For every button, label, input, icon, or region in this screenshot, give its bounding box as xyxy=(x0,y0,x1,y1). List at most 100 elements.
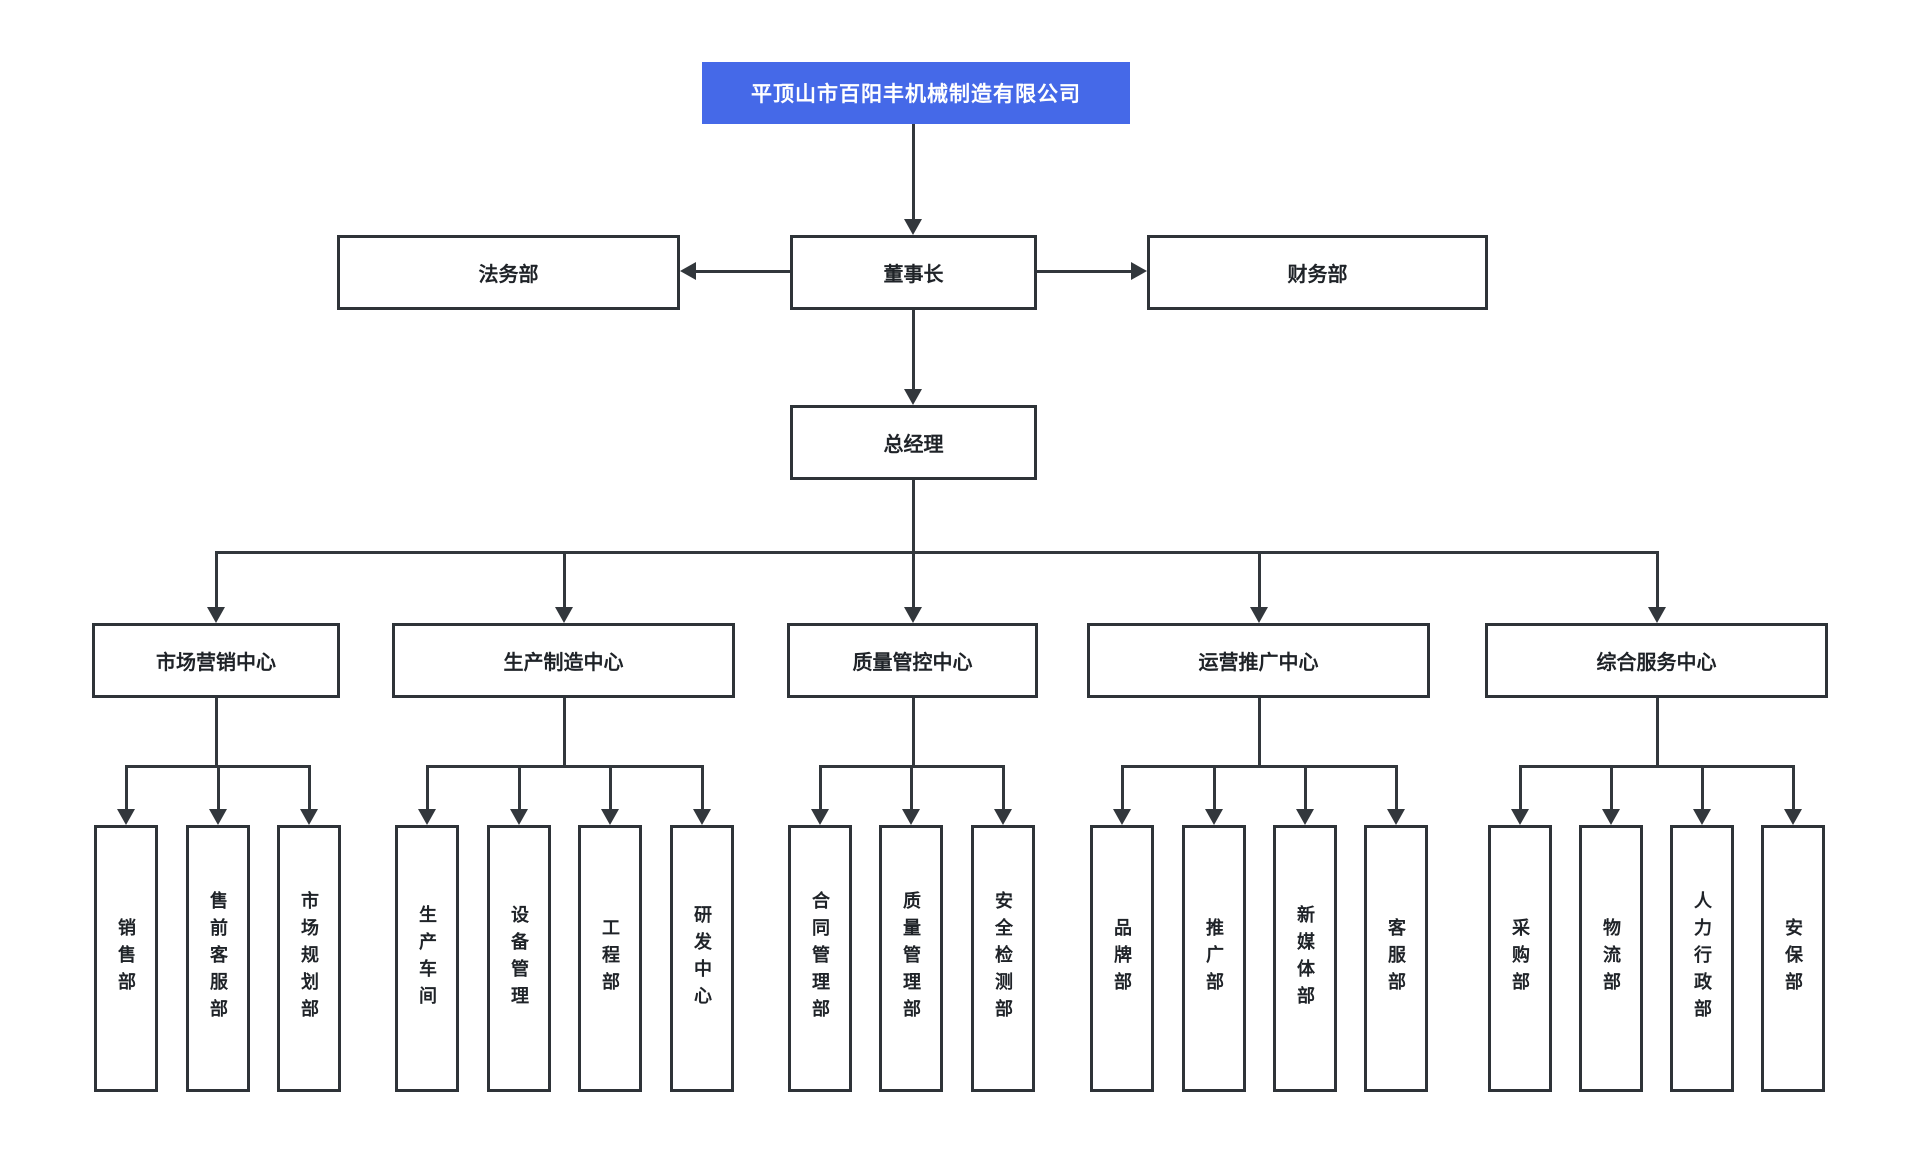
connector-line xyxy=(910,765,913,809)
node-general-manager[interactable]: 总经理 xyxy=(790,405,1037,480)
node-customer-service-dept-label: 客服部 xyxy=(1386,918,1406,999)
connector-arrow-down xyxy=(300,809,318,825)
node-operations-center[interactable]: 运营推广中心 xyxy=(1087,623,1430,698)
connector-arrow-down xyxy=(510,809,528,825)
node-sales-dept-label: 销售部 xyxy=(116,918,136,999)
node-engineering-dept-label: 工程部 xyxy=(600,918,620,999)
connector-arrow-down xyxy=(994,809,1012,825)
node-market-planning-dept[interactable]: 市场规划部 xyxy=(277,825,341,1092)
connector-line xyxy=(609,765,612,809)
connector-arrow-down xyxy=(904,389,922,405)
connector-line xyxy=(701,765,704,809)
node-quality-center[interactable]: 质量管控中心 xyxy=(787,623,1038,698)
connector-line xyxy=(1792,765,1795,809)
node-presales-service-dept[interactable]: 售前客服部 xyxy=(186,825,250,1092)
node-chairman-label: 董事长 xyxy=(883,264,944,286)
connector-line xyxy=(912,698,915,766)
connector-arrow-down xyxy=(1205,809,1223,825)
connector-line xyxy=(215,551,1658,554)
node-hr-admin-dept[interactable]: 人力行政部 xyxy=(1670,825,1734,1092)
connector-line xyxy=(1037,270,1131,273)
connector-arrow-down xyxy=(1387,809,1405,825)
node-production-center[interactable]: 生产制造中心 xyxy=(392,623,735,698)
node-equipment-management[interactable]: 设备管理 xyxy=(487,825,551,1092)
node-security-dept-label: 安保部 xyxy=(1783,918,1803,999)
node-promotion-dept[interactable]: 推广部 xyxy=(1182,825,1246,1092)
connector-line xyxy=(819,765,822,809)
node-customer-service-dept[interactable]: 客服部 xyxy=(1364,825,1428,1092)
node-contract-management-dept-label: 合同管理部 xyxy=(810,891,830,1026)
node-rd-center[interactable]: 研发中心 xyxy=(670,825,734,1092)
connector-line xyxy=(1258,698,1261,766)
connector-line xyxy=(1213,765,1216,809)
connector-line xyxy=(125,765,128,809)
node-company-root-label: 平顶山市百阳丰机械制造有限公司 xyxy=(751,83,1081,106)
connector-line xyxy=(1121,765,1397,768)
connector-line xyxy=(1519,765,1522,809)
connector-line xyxy=(308,765,311,809)
connector-arrow-down xyxy=(1511,809,1529,825)
connector-arrow-down xyxy=(207,607,225,623)
node-legal-dept[interactable]: 法务部 xyxy=(337,235,680,310)
node-brand-dept[interactable]: 品牌部 xyxy=(1090,825,1154,1092)
node-production-workshop[interactable]: 生产车间 xyxy=(395,825,459,1092)
node-hr-admin-dept-label: 人力行政部 xyxy=(1692,891,1712,1026)
connector-line xyxy=(1519,765,1795,768)
connector-line xyxy=(563,698,566,766)
node-promotion-dept-label: 推广部 xyxy=(1204,918,1224,999)
node-operations-center-label: 运营推广中心 xyxy=(1198,652,1319,674)
connector-arrow-down xyxy=(1250,607,1268,623)
node-chairman[interactable]: 董事长 xyxy=(790,235,1037,310)
node-new-media-dept[interactable]: 新媒体部 xyxy=(1273,825,1337,1092)
node-sales-dept[interactable]: 销售部 xyxy=(94,825,158,1092)
connector-arrow-down xyxy=(209,809,227,825)
connector-line xyxy=(1610,765,1613,809)
node-marketing-center[interactable]: 市场营销中心 xyxy=(92,623,340,698)
connector-arrow-down xyxy=(117,809,135,825)
node-procurement-dept-label: 采购部 xyxy=(1510,918,1530,999)
node-production-center-label: 生产制造中心 xyxy=(503,652,624,674)
connector-arrow-down xyxy=(1693,809,1711,825)
connector-line xyxy=(912,480,915,554)
connector-arrow-down xyxy=(1784,809,1802,825)
node-new-media-dept-label: 新媒体部 xyxy=(1295,904,1315,1013)
node-market-planning-dept-label: 市场规划部 xyxy=(299,891,319,1026)
connector-arrow-down xyxy=(811,809,829,825)
node-company-root[interactable]: 平顶山市百阳丰机械制造有限公司 xyxy=(702,62,1130,124)
node-procurement-dept[interactable]: 采购部 xyxy=(1488,825,1552,1092)
connector-line xyxy=(215,698,218,766)
connector-line xyxy=(912,310,915,389)
connector-arrow-down xyxy=(1113,809,1131,825)
connector-line xyxy=(1002,765,1005,809)
node-presales-service-dept-label: 售前客服部 xyxy=(208,891,228,1026)
node-services-center-label: 综合服务中心 xyxy=(1596,652,1717,674)
connector-arrow-left xyxy=(680,262,696,280)
node-security-dept[interactable]: 安保部 xyxy=(1761,825,1825,1092)
connector-line xyxy=(1395,765,1398,809)
node-finance-dept[interactable]: 财务部 xyxy=(1147,235,1488,310)
connector-line xyxy=(217,765,220,809)
connector-arrow-right xyxy=(1131,262,1147,280)
connector-arrow-down xyxy=(601,809,619,825)
node-contract-management-dept[interactable]: 合同管理部 xyxy=(788,825,852,1092)
connector-arrow-down xyxy=(904,607,922,623)
node-logistics-dept-label: 物流部 xyxy=(1601,918,1621,999)
node-services-center[interactable]: 综合服务中心 xyxy=(1485,623,1828,698)
node-logistics-dept[interactable]: 物流部 xyxy=(1579,825,1643,1092)
node-engineering-dept[interactable]: 工程部 xyxy=(578,825,642,1092)
connector-line xyxy=(1701,765,1704,809)
node-quality-management-dept-label: 质量管理部 xyxy=(901,891,921,1026)
node-quality-center-label: 质量管控中心 xyxy=(852,652,973,674)
connector-line xyxy=(1304,765,1307,809)
node-safety-inspection-dept[interactable]: 安全检测部 xyxy=(971,825,1035,1092)
node-finance-dept-label: 财务部 xyxy=(1287,264,1348,286)
node-quality-management-dept[interactable]: 质量管理部 xyxy=(879,825,943,1092)
connector-arrow-down xyxy=(555,607,573,623)
node-general-manager-label: 总经理 xyxy=(883,434,944,456)
connector-line xyxy=(912,551,915,607)
connector-line xyxy=(912,124,915,219)
connector-line xyxy=(215,551,218,607)
connector-line xyxy=(426,765,703,768)
node-production-workshop-label: 生产车间 xyxy=(417,904,437,1013)
